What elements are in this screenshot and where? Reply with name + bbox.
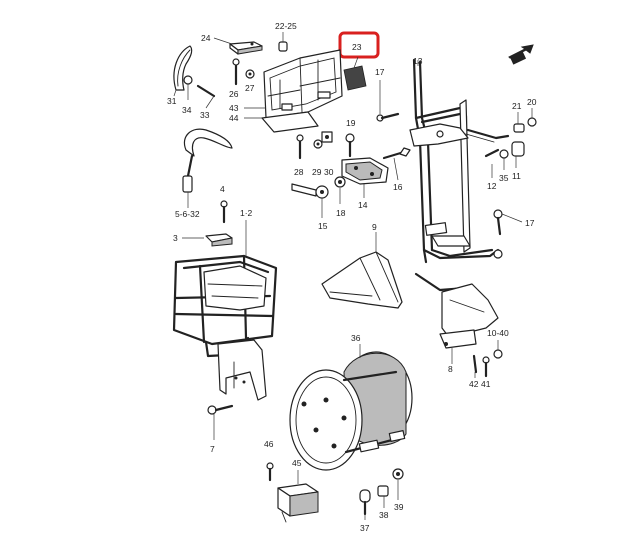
callout-5-6-32: 5-6-32 (175, 209, 200, 219)
callout-39: 39 (394, 502, 404, 512)
part-13-carrier-frame (409, 58, 510, 264)
callout-22-25: 22-25 (275, 21, 297, 31)
part-17-bolt-top (376, 80, 400, 122)
fwd-arrow-icon (508, 44, 534, 65)
part-4-bolt (220, 200, 228, 224)
part-17-bolt-lower (493, 209, 523, 236)
callout-26: 26 (229, 89, 239, 99)
callout-41: 41 (481, 379, 491, 389)
callout-36: 36 (351, 333, 361, 343)
callout-1-2: 1·2 (240, 208, 253, 218)
callout-31: 31 (167, 96, 177, 106)
callout-19: 19 (346, 118, 356, 128)
callout-labels: 24 22-25 23 31 26 27 34 33 43 44 13 17 1… (167, 21, 537, 533)
part-3-small-bracket (182, 233, 233, 247)
callout-43: 43 (229, 103, 239, 113)
callout-16: 16 (393, 182, 403, 192)
callout-8: 8 (448, 364, 453, 374)
part-8-side-bracket (414, 272, 499, 364)
part-12-bolt (484, 148, 500, 178)
callout-30: 30 (324, 167, 334, 177)
part-38-nut (377, 485, 389, 508)
callout-7: 7 (210, 444, 215, 454)
part-24-bracket (213, 37, 263, 55)
callout-23-highlight (338, 31, 380, 59)
callout-18: 18 (336, 208, 346, 218)
part-31-strap (173, 45, 193, 97)
part-14-plate (341, 157, 389, 198)
callout-24: 24 (201, 33, 211, 43)
part-16-bolt (382, 147, 411, 181)
part-5-6-32-strap (182, 128, 233, 208)
part-34-pin (183, 75, 193, 100)
part-39-washer (392, 468, 404, 500)
part-1-2-rear-carrier (172, 220, 278, 401)
callout-17-lower: 17 (525, 218, 535, 228)
part-45-module-box (277, 470, 319, 523)
part-37-lock (359, 489, 371, 520)
part-15-latch-pin (291, 183, 329, 218)
callout-42: 42 (469, 379, 479, 389)
part-10-40-bolt (493, 340, 503, 359)
part-9-wheel-chock (321, 232, 403, 309)
part-27-nut (245, 69, 255, 79)
callout-27: 27 (245, 83, 255, 93)
callout-15: 15 (318, 221, 328, 231)
part-30-nut (321, 131, 333, 143)
part-35-washer (499, 149, 509, 170)
callout-38: 38 (379, 510, 389, 520)
part-36-spare-carrier (289, 344, 413, 471)
callout-13: 13 (413, 56, 423, 66)
callout-46: 46 (264, 439, 274, 449)
callout-21: 21 (512, 101, 522, 111)
part-11-bushing (511, 141, 525, 168)
part-20-bolt (527, 108, 537, 127)
callout-33: 33 (200, 110, 210, 120)
part-29-washer (313, 139, 323, 149)
callout-20: 20 (527, 97, 537, 107)
callout-23: 23 (352, 42, 362, 52)
part-46-bolt (266, 462, 274, 482)
callout-3: 3 (173, 233, 178, 243)
callout-17-top: 17 (375, 67, 385, 77)
callout-44: 44 (229, 113, 239, 123)
callout-10-40: 10-40 (487, 328, 509, 338)
callout-34: 34 (182, 105, 192, 115)
callout-28: 28 (294, 167, 304, 177)
part-41-nut (482, 356, 490, 378)
part-19-bolt (345, 133, 355, 158)
callout-14: 14 (358, 200, 368, 210)
part-18-washer (334, 176, 346, 204)
callout-45: 45 (292, 458, 302, 468)
part-33-bolt (196, 84, 216, 109)
callout-12: 12 (487, 181, 497, 191)
callout-35: 35 (499, 173, 509, 183)
callout-9: 9 (372, 222, 377, 232)
callout-29: 29 (312, 167, 322, 177)
part-21-nut (513, 112, 525, 133)
part-23-plate (343, 56, 367, 91)
callout-37: 37 (360, 523, 370, 533)
part-7-bolt (207, 404, 234, 440)
part-28-screw (296, 134, 304, 160)
callout-11: 11 (512, 171, 521, 181)
part-43-44-mount-bracket (244, 49, 343, 133)
part-42-washer (472, 354, 478, 378)
part-22-25-bolt (278, 32, 288, 52)
part-26-bolt (232, 58, 240, 86)
callout-4: 4 (220, 184, 225, 194)
